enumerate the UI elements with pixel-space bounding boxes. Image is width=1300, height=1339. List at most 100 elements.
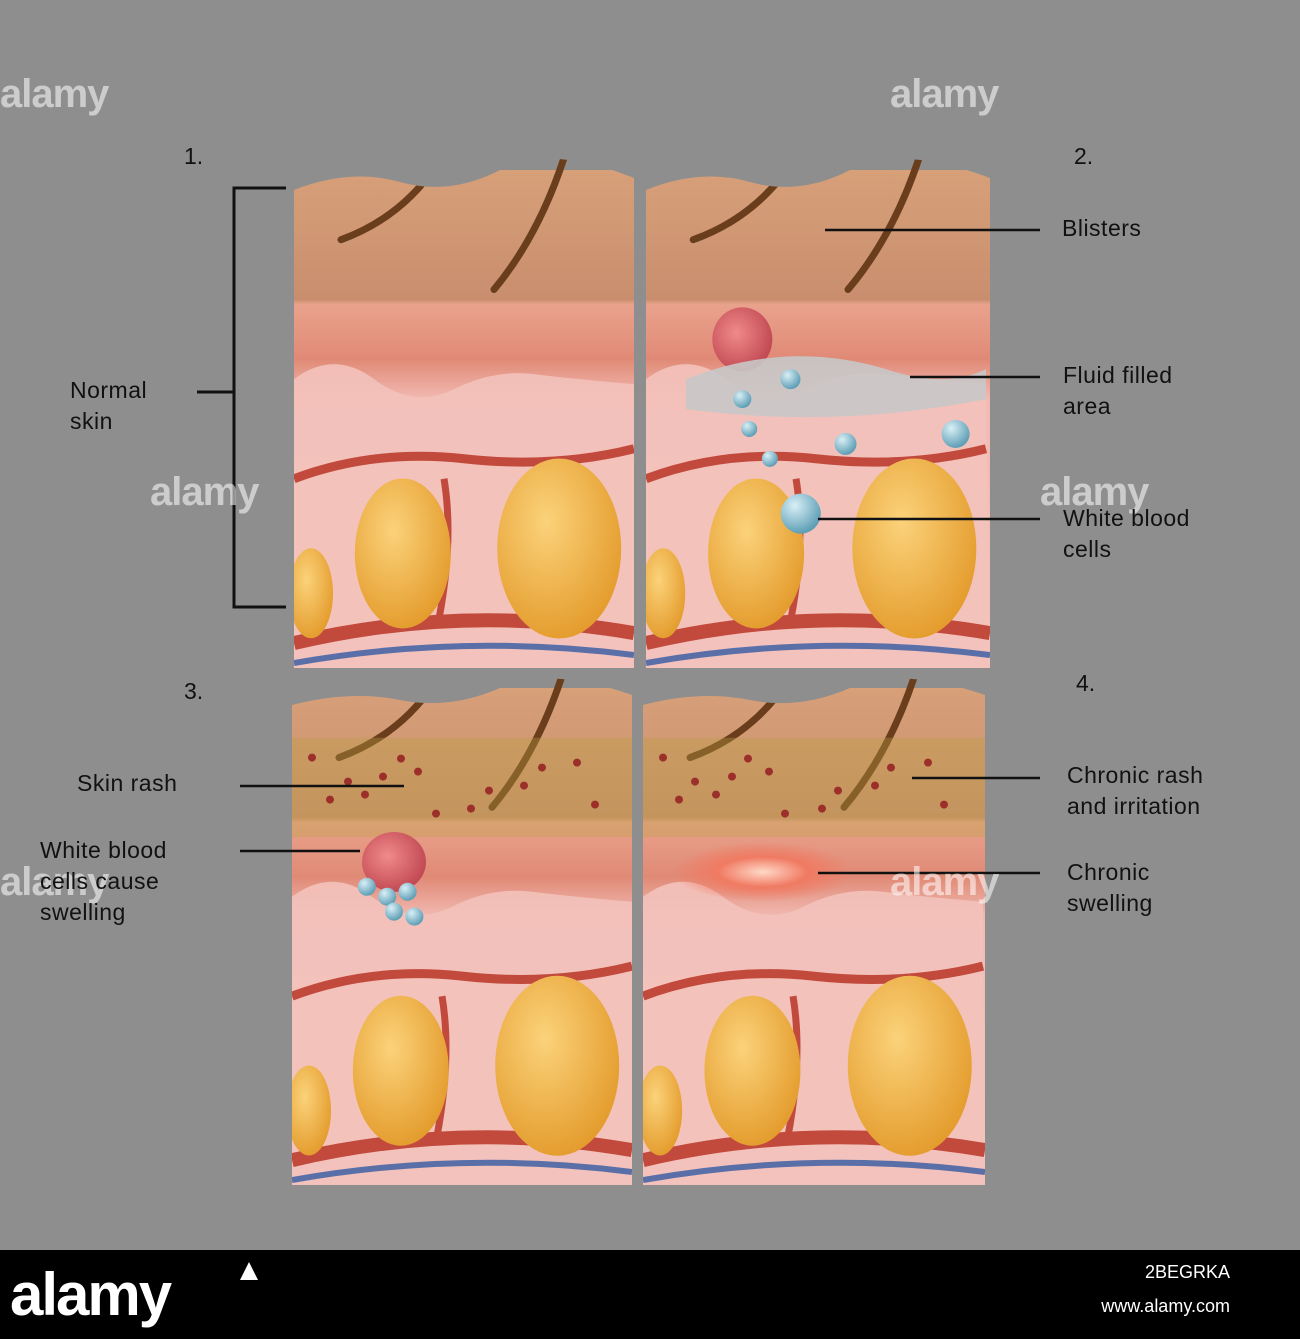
site-url: www.alamy.com	[1101, 1296, 1230, 1316]
vein	[646, 642, 990, 666]
label-blisters: Blisters	[1062, 215, 1142, 241]
rash-spot	[344, 777, 352, 786]
hair	[490, 158, 597, 294]
white-blood-cell	[357, 877, 376, 896]
rash-spot	[485, 786, 493, 795]
label-wbc-swelling: White blood cells cause swelling	[40, 837, 167, 925]
hair	[840, 678, 947, 811]
skin-panel-1	[294, 158, 634, 668]
rash-spot	[818, 804, 826, 813]
fat-lobule	[495, 975, 620, 1156]
fat-lobule	[294, 548, 333, 639]
blood-vessel	[643, 961, 985, 1001]
blister	[712, 307, 773, 372]
normal-skin-bracket	[197, 186, 286, 609]
fat-lobule	[497, 458, 622, 639]
vein	[294, 642, 634, 666]
fat-lobule	[852, 458, 977, 639]
rash-spot	[573, 758, 581, 767]
white-blood-cell	[378, 887, 397, 906]
fat-lobule	[847, 975, 972, 1156]
blood-vessel	[292, 961, 632, 1001]
white-blood-cell	[733, 390, 752, 409]
watermark: alamy	[890, 860, 999, 904]
panel-number-1: 1.	[184, 143, 204, 169]
white-blood-cell	[780, 493, 821, 534]
label-chronic-rash: Chronic rash and irritation	[1067, 762, 1204, 819]
rash-area	[643, 737, 985, 838]
white-blood-cell	[761, 450, 778, 467]
watermark: alamy	[0, 72, 109, 116]
watermark: alamy	[0, 860, 109, 904]
rash-spot	[361, 790, 369, 799]
fluid-area	[686, 356, 986, 418]
rash-spot	[379, 772, 387, 781]
logo-mark-icon	[240, 1262, 258, 1280]
rash-spot	[834, 786, 842, 795]
fat-lobule	[646, 548, 686, 639]
rash-spot	[432, 809, 440, 818]
hair	[844, 158, 952, 294]
fat-lobule	[292, 1065, 331, 1156]
illustration: alamy alamy alamy alamy alamy alamy 1. 2…	[0, 0, 1300, 1250]
fat-lobule	[354, 478, 451, 629]
rash-spot	[675, 795, 683, 804]
rash-spot	[712, 790, 720, 799]
white-blood-cell	[941, 419, 970, 448]
rash-spot	[308, 753, 316, 762]
rash-spot	[467, 804, 475, 813]
watermark: alamy	[890, 72, 999, 116]
white-blood-cell	[385, 902, 403, 921]
label-chronic-swelling: Chronic swelling	[1067, 859, 1153, 916]
blood-vessel	[646, 444, 988, 483]
label-skin-rash: Skin rash	[77, 770, 178, 796]
image-id: 2BEGRKA	[1144, 1262, 1230, 1282]
skin-diagram	[197, 158, 1040, 1185]
rash-spot	[414, 767, 422, 776]
hair	[488, 678, 595, 811]
rash-spot	[691, 777, 699, 786]
white-blood-cell	[398, 882, 417, 901]
label-normal-skin: Normal skin	[70, 377, 148, 434]
white-blood-cell	[834, 432, 857, 455]
skin-panel-2	[646, 158, 990, 668]
fat-lobule	[352, 995, 449, 1146]
white-blood-cell	[405, 907, 424, 926]
rash-spot	[326, 795, 334, 804]
rash-spot	[887, 763, 895, 772]
panel-number-2: 2.	[1074, 143, 1094, 169]
fat-lobule	[708, 478, 805, 629]
leader-lines	[240, 228, 1040, 875]
panel-number-4: 4.	[1076, 670, 1096, 696]
rash-spot	[659, 753, 667, 762]
rash-spot	[397, 754, 405, 763]
rash-spot	[520, 781, 528, 790]
blood-vessel	[294, 444, 634, 483]
swelling-cluster	[362, 831, 426, 892]
vein	[643, 1159, 985, 1183]
fat-lobule	[704, 995, 801, 1146]
rash-spot	[591, 800, 599, 809]
vein	[292, 1159, 632, 1183]
footer-logo: alamy	[10, 1261, 172, 1328]
watermark: alamy	[1040, 470, 1149, 514]
rash-area	[292, 737, 632, 838]
panel-number-3: 3.	[184, 678, 204, 704]
rash-spot	[728, 772, 736, 781]
rash-spot	[744, 754, 752, 763]
label-fluid-filled-area: Fluid filled area	[1063, 362, 1173, 419]
skin-panel-4	[643, 678, 985, 1185]
footer-bar: alamy 2BEGRKA www.alamy.com	[0, 1250, 1300, 1339]
rash-spot	[924, 758, 932, 767]
fat-lobule	[643, 1065, 683, 1156]
rash-spot	[538, 763, 546, 772]
white-blood-cell	[741, 420, 758, 437]
white-blood-cell	[780, 369, 801, 390]
chronic-swelling	[672, 841, 853, 902]
rash-spot	[765, 767, 773, 776]
skin-panels	[292, 158, 990, 1185]
rash-spot	[781, 809, 789, 818]
label-white-blood-cells: White blood cells	[1063, 505, 1190, 562]
rash-spot	[940, 800, 948, 809]
